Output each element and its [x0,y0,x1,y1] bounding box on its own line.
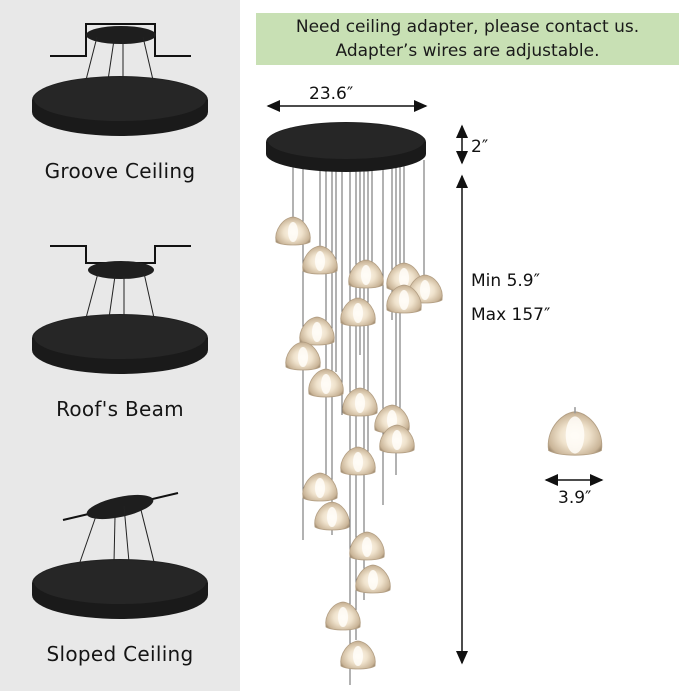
mount-label: Groove Ceiling [44,159,196,183]
mount-label: Roof's Beam [56,397,184,421]
mount-option-sloped-ceiling: Sloped Ceiling [0,470,240,691]
canopy-height-label: 2″ [471,137,489,157]
banner-line-1: Need ceiling adapter, please contact us. [295,17,640,37]
glass-pendant-shades [275,216,443,670]
groove-ceiling-diagram-icon [32,23,208,136]
adapter-notice-banner: Need ceiling adapter, please contact us.… [256,13,679,65]
chandelier-dimension-diagram [266,100,604,685]
drop-min-label: Min 5.9″ [471,271,540,291]
mount-option-groove-ceiling: Groove Ceiling [0,0,240,230]
mount-option-roofs-beam: Roof's Beam [0,230,240,460]
single-shade-detail-icon [547,407,603,456]
mounting-options-panel: Groove Ceiling Roof's Beam [0,0,240,691]
drop-max-label: Max 157″ [471,305,551,325]
roofs-beam-diagram-icon [32,245,208,374]
shade-width-label: 3.9″ [558,488,592,508]
canopy-icon [266,122,426,172]
canopy-diameter-label: 23.6″ [309,84,354,104]
mount-label: Sloped Ceiling [46,642,194,666]
sloped-ceiling-diagram-icon [32,492,208,619]
banner-line-2: Adapter’s wires are adjustable. [335,41,600,61]
